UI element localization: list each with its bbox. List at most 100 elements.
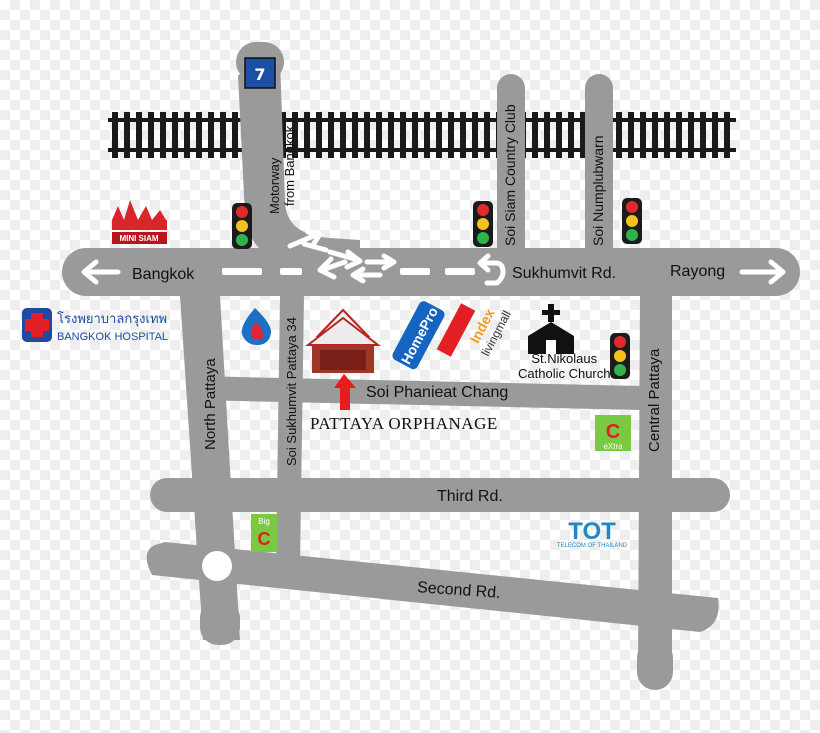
svg-text:MINI SIAM: MINI SIAM (119, 234, 158, 243)
roads (62, 42, 800, 690)
thai-store-logo (436, 303, 476, 357)
lane-markings (222, 268, 475, 275)
bangkok-hospital-logo: โรงพยาบาลกรุงเทพ BANGKOK HOSPITAL (22, 308, 168, 343)
svg-text:โรงพยาบาลกรุงเทพ: โรงพยาบาลกรุงเทพ (57, 311, 167, 327)
rail-sleeper (184, 112, 190, 158)
road-label-third-rd: Third Rd. (437, 488, 503, 505)
rail-sleeper (472, 112, 478, 158)
cross-icon (528, 304, 574, 354)
rail-sleeper (136, 112, 142, 158)
rail-sleeper (556, 112, 562, 158)
rail-sleeper (484, 112, 490, 158)
orphanage-label: PATTAYA ORPHANAGE (310, 414, 498, 433)
rail-sleeper (220, 112, 226, 158)
traffic-light-icon (232, 203, 252, 249)
rail-sleeper (712, 112, 718, 158)
rail-sleeper (388, 112, 394, 158)
ptt-fuel-drop-icon (241, 308, 272, 345)
svg-text:TELECOM OF THAILAND: TELECOM OF THAILAND (557, 543, 628, 549)
road-label-soi-phanieat-chang: Soi Phanieat Chang (366, 384, 509, 401)
church-label-line2: Catholic Church (518, 366, 611, 381)
rail-sleeper (424, 112, 430, 158)
rail-sleeper (364, 112, 370, 158)
orphanage-building-image (305, 308, 381, 373)
homepro-logo: HomePro (392, 301, 445, 370)
railway-track-icon (108, 112, 736, 158)
rail-sleeper (124, 112, 130, 158)
rail-sleeper (280, 112, 286, 158)
rail-sleeper (640, 112, 646, 158)
red-up-arrow-icon (334, 374, 356, 410)
rail-sleeper (688, 112, 694, 158)
motorway-road (238, 60, 360, 270)
rail-sleeper (232, 112, 238, 158)
road-label-sukhumvit: Sukhumvit Rd. (512, 265, 617, 282)
rail-sleeper (652, 112, 658, 158)
rail-sleeper (340, 112, 346, 158)
rail-sleeper (724, 112, 730, 158)
rail-sleeper (148, 112, 154, 158)
road-label-central-pattaya: Central Pattaya (646, 348, 663, 452)
road-label-north-pattaya: North Pattaya (202, 358, 219, 450)
motorway-7-sign: 7 (244, 57, 276, 89)
road-label-soi-numplubwarn: Soi Numplubwarn (590, 135, 606, 247)
rail-sleeper (352, 112, 358, 158)
motorway-number: 7 (254, 65, 265, 84)
rail-sleeper (328, 112, 334, 158)
rail-sleeper (400, 112, 406, 158)
soi-phanieat-chang-road (195, 376, 640, 410)
rail-sleeper (532, 112, 538, 158)
rail-sleeper (628, 112, 634, 158)
rail-sleeper (196, 112, 202, 158)
second-rd-road (146, 542, 719, 632)
svg-text:C: C (606, 421, 620, 443)
rail-sleeper (172, 112, 178, 158)
rail-sleeper (304, 112, 310, 158)
road-label-bangkok: Bangkok (132, 266, 195, 283)
road-label-rayong: Rayong (670, 263, 726, 280)
rail-sleeper (448, 112, 454, 158)
rail-sleeper (700, 112, 706, 158)
rail-sleeper (616, 112, 622, 158)
rail-sleeper (376, 112, 382, 158)
traffic-light-icon (610, 333, 630, 379)
bigc-logo: Big C (251, 514, 277, 552)
sukhumvit-road (62, 248, 800, 296)
tot-logo: TOT TELECOM OF THAILAND (557, 518, 628, 549)
rail-sleeper (544, 112, 550, 158)
church-label-line1: St.Nikolaus (531, 351, 598, 366)
road-label-from-bangkok: from Bangkok (282, 125, 297, 206)
roundabout-icon (202, 551, 232, 581)
rail-sleeper (160, 112, 166, 158)
rail-sleeper (664, 112, 670, 158)
mini-siam-logo: MINI SIAM (112, 200, 167, 244)
svg-text:Big: Big (258, 517, 270, 526)
soi-siam-country-club-road (497, 74, 525, 274)
rail-sleeper (316, 112, 322, 158)
church-label: St.Nikolaus Catholic Church (518, 351, 611, 381)
u-turn-arrow-icon (477, 253, 506, 286)
rail-sleeper (568, 112, 574, 158)
soi-numplubwarn-road (585, 74, 613, 274)
arrow-to-rayong (739, 259, 786, 285)
rail-sleeper (436, 112, 442, 158)
bigc-extra-logo: C eXtra (595, 415, 631, 451)
svg-text:C: C (258, 529, 271, 549)
rail-sleeper (460, 112, 466, 158)
road-label-soi-sukhumvit-34: Soi Sukhumvit Pattaya 34 (284, 317, 299, 466)
direction-arrows (81, 229, 786, 286)
rail-sleeper (208, 112, 214, 158)
road-label-soi-siam-country-club: Soi Siam Country Club (502, 104, 518, 246)
traffic-light-icon (473, 201, 493, 247)
svg-text:TOT: TOT (568, 518, 616, 545)
svg-text:eXtra: eXtra (603, 442, 623, 451)
road-label-motorway: Motorway (267, 157, 282, 214)
third-rd-road (150, 478, 730, 512)
svg-text:BANGKOK HOSPITAL: BANGKOK HOSPITAL (57, 331, 168, 343)
rail-sleeper (412, 112, 418, 158)
north-pattaya-road (180, 296, 240, 640)
rail-sleeper (676, 112, 682, 158)
rail-sleeper (112, 112, 118, 158)
